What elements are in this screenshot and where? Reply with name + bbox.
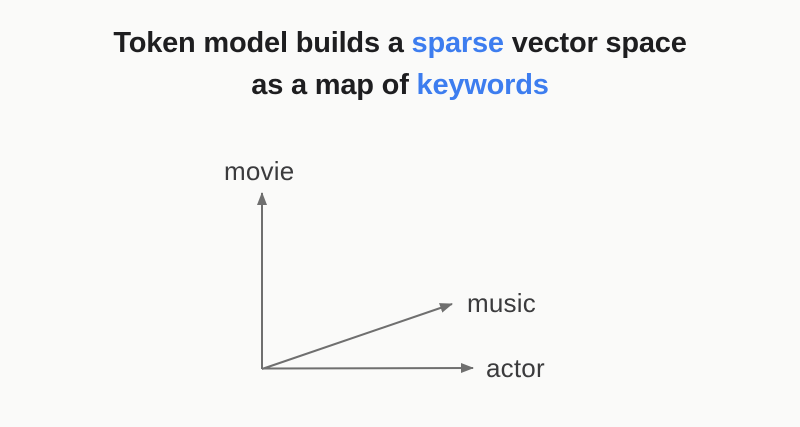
actor-axis-arrow — [261, 363, 474, 374]
title-line-1: Token model builds a sparse vector space — [0, 22, 800, 64]
vector-label-music: music — [467, 288, 536, 318]
axis-label-actor: actor — [486, 353, 545, 383]
title-line-2: as a map of keywords — [0, 64, 800, 106]
music-vector-arrow — [261, 303, 453, 370]
title-highlight-keywords: keywords — [416, 69, 549, 101]
title-highlight-sparse: sparse — [411, 27, 505, 59]
title-line1-pre: Token model builds a — [113, 27, 412, 59]
title-line2-pre: as a map of — [251, 69, 417, 101]
title-line1-post: vector space — [503, 27, 687, 59]
axis-label-movie: movie — [224, 156, 295, 186]
slide-title: Token model builds a sparse vector space… — [0, 22, 800, 106]
